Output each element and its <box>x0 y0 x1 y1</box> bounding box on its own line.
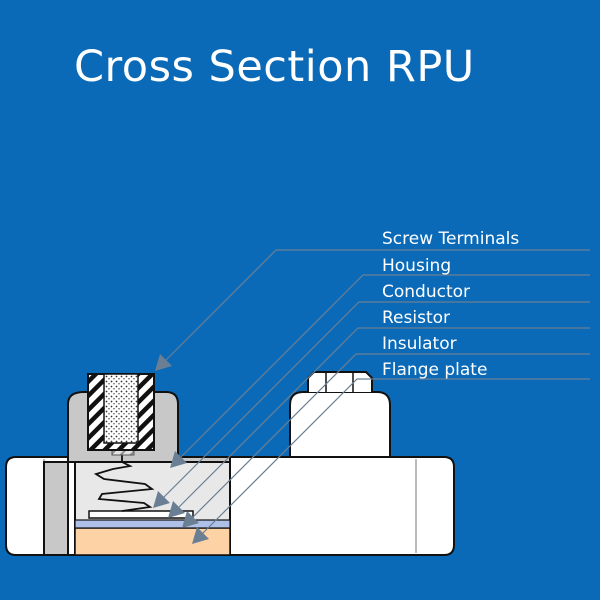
arrow-flange-plate <box>192 527 209 544</box>
insulator-layer <box>74 519 231 529</box>
label-screw-terminals: Screw Terminals <box>382 229 519 249</box>
label-insulator: Insulator <box>382 334 457 354</box>
leader-line-resistor <box>177 327 590 509</box>
leader-line-conductor <box>162 301 590 499</box>
screw-terminal-core <box>103 373 139 444</box>
right-screw-head <box>307 371 373 392</box>
housing-right-column <box>289 391 391 458</box>
label-housing: Housing <box>382 256 451 276</box>
leader-arrowheads <box>153 354 209 544</box>
leader-line-insulator <box>191 353 590 519</box>
arrow-screw-terminals <box>155 354 172 371</box>
arrow-conductor <box>153 491 170 508</box>
arrow-housing <box>170 451 187 468</box>
leader-line-flange-plate <box>201 378 590 535</box>
page-title: Cross Section RPU <box>74 42 475 92</box>
arrow-resistor <box>168 501 185 518</box>
flange-plate <box>74 527 231 556</box>
leader-line-housing <box>179 274 590 459</box>
resistor-layer <box>88 510 194 519</box>
label-flange-plate: Flange plate <box>382 360 487 380</box>
label-resistor: Resistor <box>382 308 450 328</box>
leader-line-screw-terminals <box>164 249 590 362</box>
label-conductor: Conductor <box>382 282 470 302</box>
leader-lines <box>162 249 590 535</box>
arrow-insulator <box>182 511 199 528</box>
conductor-spring <box>93 449 155 512</box>
